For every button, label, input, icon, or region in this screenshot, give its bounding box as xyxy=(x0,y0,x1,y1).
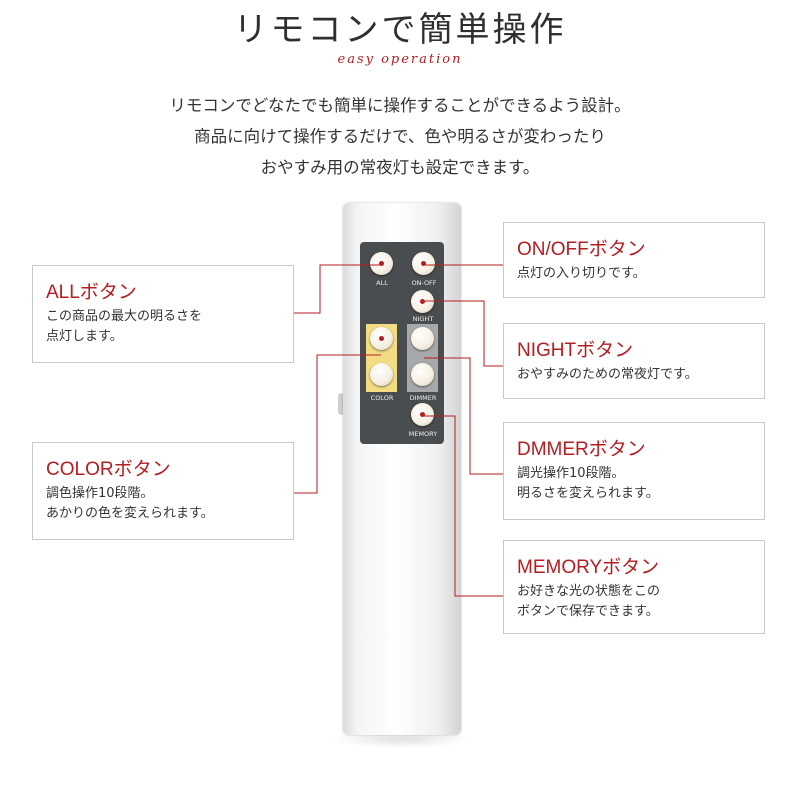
memory-connector xyxy=(424,415,503,597)
dimmer-callout-desc-line: 調光操作10段階。 xyxy=(517,466,625,481)
all-callout-desc-line: 点灯します。 xyxy=(46,329,123,344)
on-off-callout: ON/OFFボタン 点灯の入り切りです。 xyxy=(503,222,765,298)
dimmer-callout-desc: 調光操作10段階。 明るさを変えられます。 xyxy=(517,464,659,504)
color-callout-desc-line: 調色操作10段階。 xyxy=(46,486,154,501)
all-button-label: ALL xyxy=(376,279,388,287)
memory-callout-title: MEMORYボタン xyxy=(517,557,660,578)
dimmer-down-button[interactable] xyxy=(411,363,434,386)
page-title: リモコンで簡単操作 xyxy=(233,10,567,50)
memory-callout-desc: お好きな光の状態をこの ボタンで保存できます。 xyxy=(517,582,660,622)
color-connector xyxy=(293,354,381,494)
color-up-button[interactable] xyxy=(370,327,393,350)
night-callout-title: NIGHTボタン xyxy=(517,340,634,361)
all-callout: ALLボタン この商品の最大の明るさを 点灯します。 xyxy=(32,265,294,363)
all-button-marker xyxy=(379,261,384,266)
night-connector xyxy=(424,300,503,367)
memory-button[interactable] xyxy=(411,403,434,426)
intro-text: リモコンでどなたでも簡単に操作することができるよう設計。 商品に向けて操作するだ… xyxy=(0,90,800,183)
on-off-button-label: ON-OFF xyxy=(411,279,437,287)
color-callout-title: COLORボタン xyxy=(46,459,171,480)
remote-side-button xyxy=(338,393,344,415)
memory-button-marker xyxy=(420,412,425,417)
all-button[interactable] xyxy=(370,252,393,275)
on-off-button-marker xyxy=(421,261,426,266)
memory-button-label: MEMORY xyxy=(408,430,438,438)
dimmer-button-label: DIMMER xyxy=(409,394,437,402)
night-callout: NIGHTボタン おやすみのための常夜灯です。 xyxy=(503,323,765,399)
all-callout-desc-line: この商品の最大の明るさを xyxy=(46,309,203,324)
dimmer-up-button[interactable] xyxy=(411,327,434,350)
all-callout-title: ALLボタン xyxy=(46,282,137,303)
on-off-callout-title: ON/OFFボタン xyxy=(517,239,646,260)
dimmer-connector xyxy=(424,357,503,475)
on-off-callout-desc-line: 点灯の入り切りです。 xyxy=(517,266,646,281)
color-callout: COLORボタン 調色操作10段階。 あかりの色を変えられます。 xyxy=(32,442,294,540)
dimmer-callout-title: DMMERボタン xyxy=(517,439,646,460)
page-subtitle: easy operation xyxy=(337,52,463,67)
memory-callout-desc-line: ボタンで保存できます。 xyxy=(517,604,659,619)
color-down-button[interactable] xyxy=(370,363,393,386)
memory-callout: MEMORYボタン お好きな光の状態をこの ボタンで保存できます。 xyxy=(503,540,765,634)
night-button-marker xyxy=(420,299,425,304)
color-button-label: COLOR xyxy=(370,394,394,402)
intro-line-1: リモコンでどなたでも簡単に操作することができるよう設計。 xyxy=(169,96,631,115)
color-callout-desc-line: あかりの色を変えられます。 xyxy=(46,506,214,521)
all-callout-desc: この商品の最大の明るさを 点灯します。 xyxy=(46,307,202,347)
all-connector xyxy=(293,264,381,314)
night-button[interactable] xyxy=(411,290,434,313)
memory-callout-desc-line: お好きな光の状態をこの xyxy=(517,584,661,599)
on-off-callout-desc: 点灯の入り切りです。 xyxy=(517,264,646,284)
night-callout-desc: おやすみのための常夜灯です。 xyxy=(517,365,698,385)
color-button-marker xyxy=(379,336,384,341)
color-callout-desc: 調色操作10段階。 あかりの色を変えられます。 xyxy=(46,484,214,524)
dimmer-callout: DMMERボタン 調光操作10段階。 明るさを変えられます。 xyxy=(503,422,765,520)
intro-line-3: おやすみ用の常夜灯も設定できます。 xyxy=(260,158,540,177)
night-button-label: NIGHT xyxy=(412,315,434,323)
on-off-button[interactable] xyxy=(412,252,435,275)
night-callout-desc-line: おやすみのための常夜灯です。 xyxy=(517,367,698,382)
intro-line-2: 商品に向けて操作するだけで、色や明るさが変わったり xyxy=(194,127,606,146)
dimmer-callout-desc-line: 明るさを変えられます。 xyxy=(517,486,659,501)
